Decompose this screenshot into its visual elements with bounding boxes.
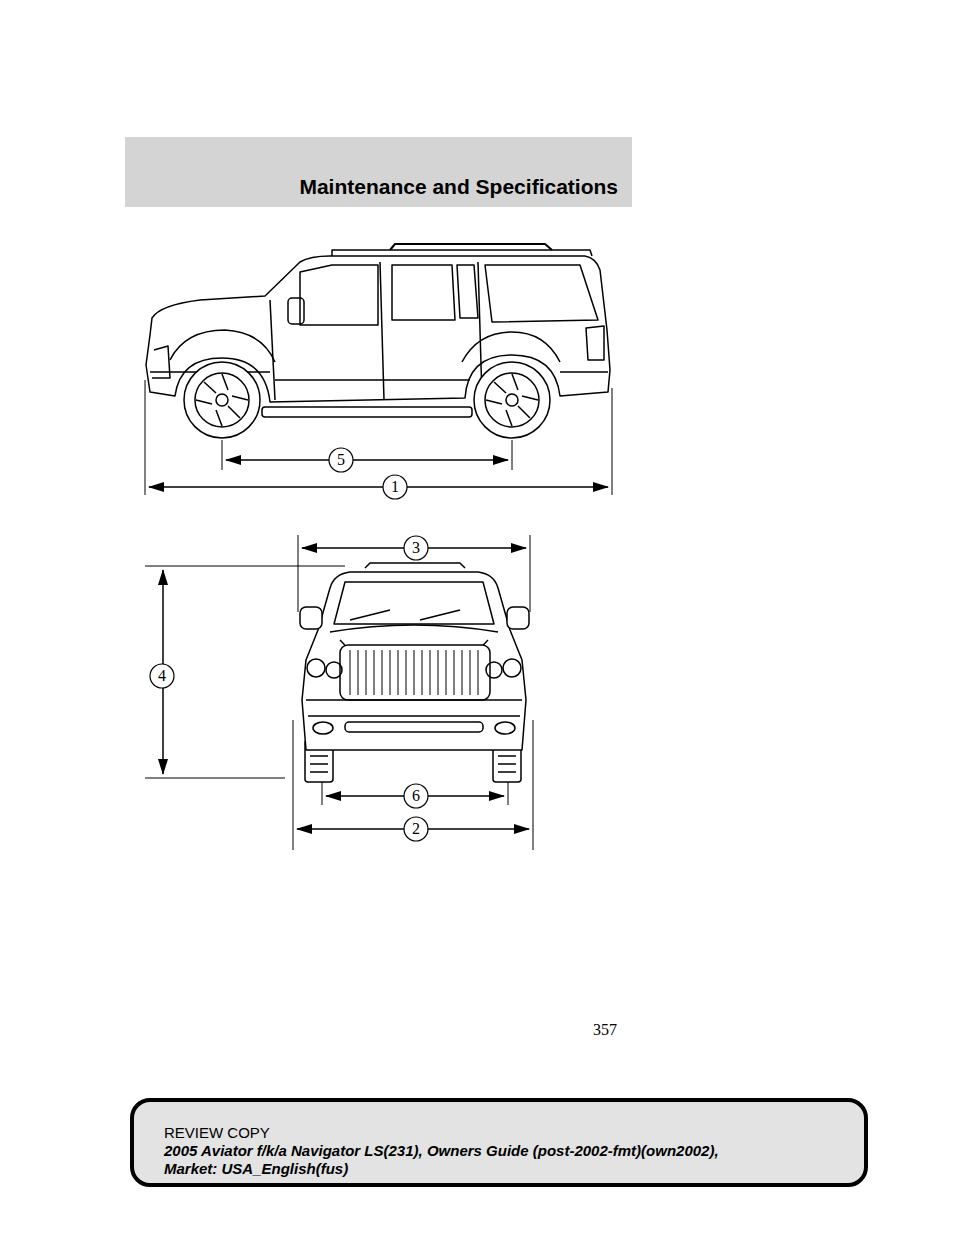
header-band: Maintenance and Specifications — [125, 137, 632, 207]
footer-text: 2005 Aviator f/k/a Navigator LS(231), Ow… — [164, 1142, 834, 1160]
footer-text: REVIEW COPY — [164, 1124, 834, 1142]
callout-number: 6 — [412, 788, 420, 804]
callout-number: 5 — [337, 452, 345, 468]
footer-box: REVIEW COPY2005 Aviator f/k/a Navigator … — [130, 1098, 868, 1187]
callout-number: 2 — [412, 821, 420, 837]
footer-text: Market: USA_English(fus) — [164, 1160, 834, 1178]
callout-number: 4 — [158, 668, 166, 684]
page-title: Maintenance and Specifications — [299, 175, 618, 199]
page-number: 357 — [593, 1022, 617, 1038]
callout-number: 1 — [391, 479, 399, 495]
callout-number: 3 — [412, 540, 420, 556]
